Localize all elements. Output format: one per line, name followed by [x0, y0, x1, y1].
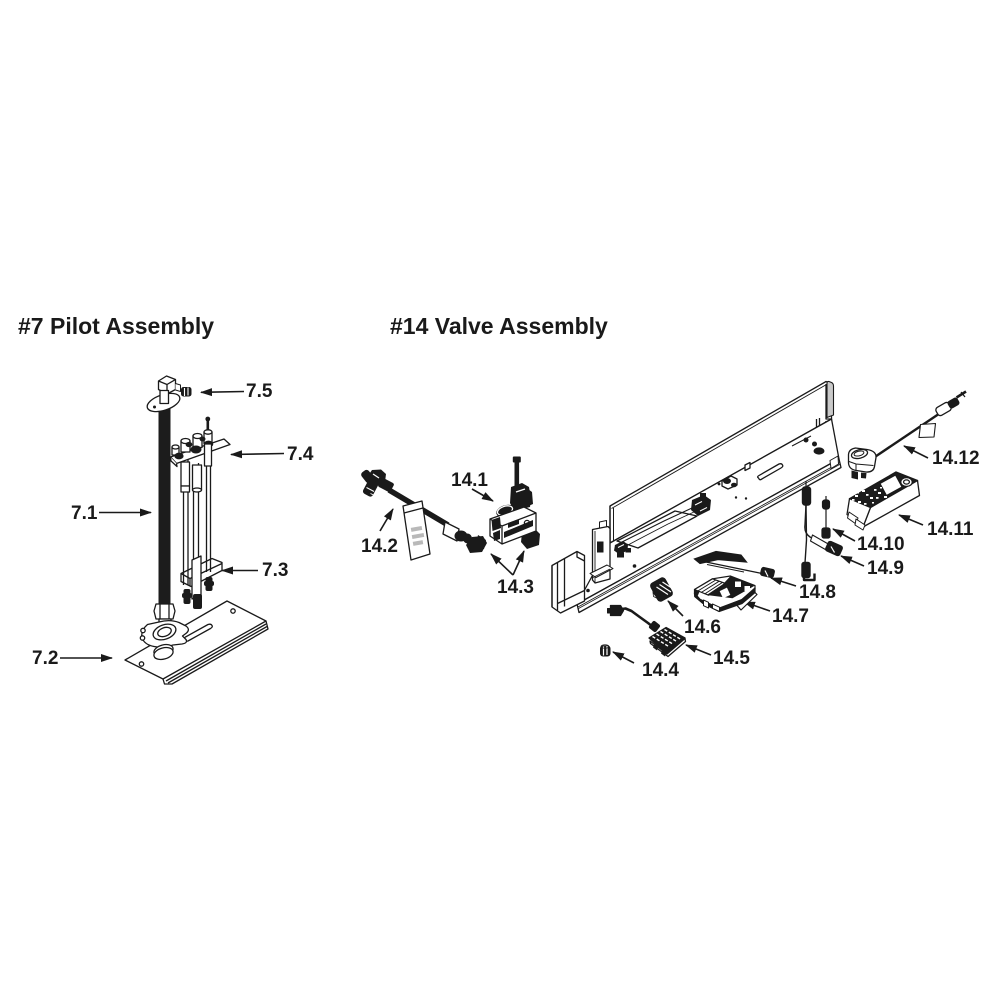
svg-text:14.7: 14.7 — [772, 606, 809, 627]
svg-text:14.10: 14.10 — [857, 534, 905, 555]
svg-text:7.4: 7.4 — [287, 444, 314, 465]
svg-text:14.2: 14.2 — [361, 536, 398, 557]
svg-text:14.12: 14.12 — [932, 448, 980, 469]
svg-text:14.4: 14.4 — [642, 660, 679, 681]
svg-text:7.5: 7.5 — [246, 381, 273, 402]
svg-text:#7 Pilot Assembly: #7 Pilot Assembly — [18, 313, 214, 339]
svg-text:7.2: 7.2 — [32, 648, 58, 669]
svg-text:14.9: 14.9 — [867, 558, 904, 579]
svg-text:7.3: 7.3 — [262, 560, 288, 581]
svg-text:14.1: 14.1 — [451, 470, 488, 491]
svg-text:14.6: 14.6 — [684, 617, 721, 638]
svg-text:14.8: 14.8 — [799, 582, 836, 603]
svg-text:7.1: 7.1 — [71, 503, 98, 524]
svg-text:#14 Valve Assembly: #14 Valve Assembly — [390, 313, 608, 339]
svg-text:14.11: 14.11 — [927, 519, 974, 540]
svg-text:14.3: 14.3 — [497, 577, 534, 598]
svg-text:14.5: 14.5 — [713, 648, 750, 669]
